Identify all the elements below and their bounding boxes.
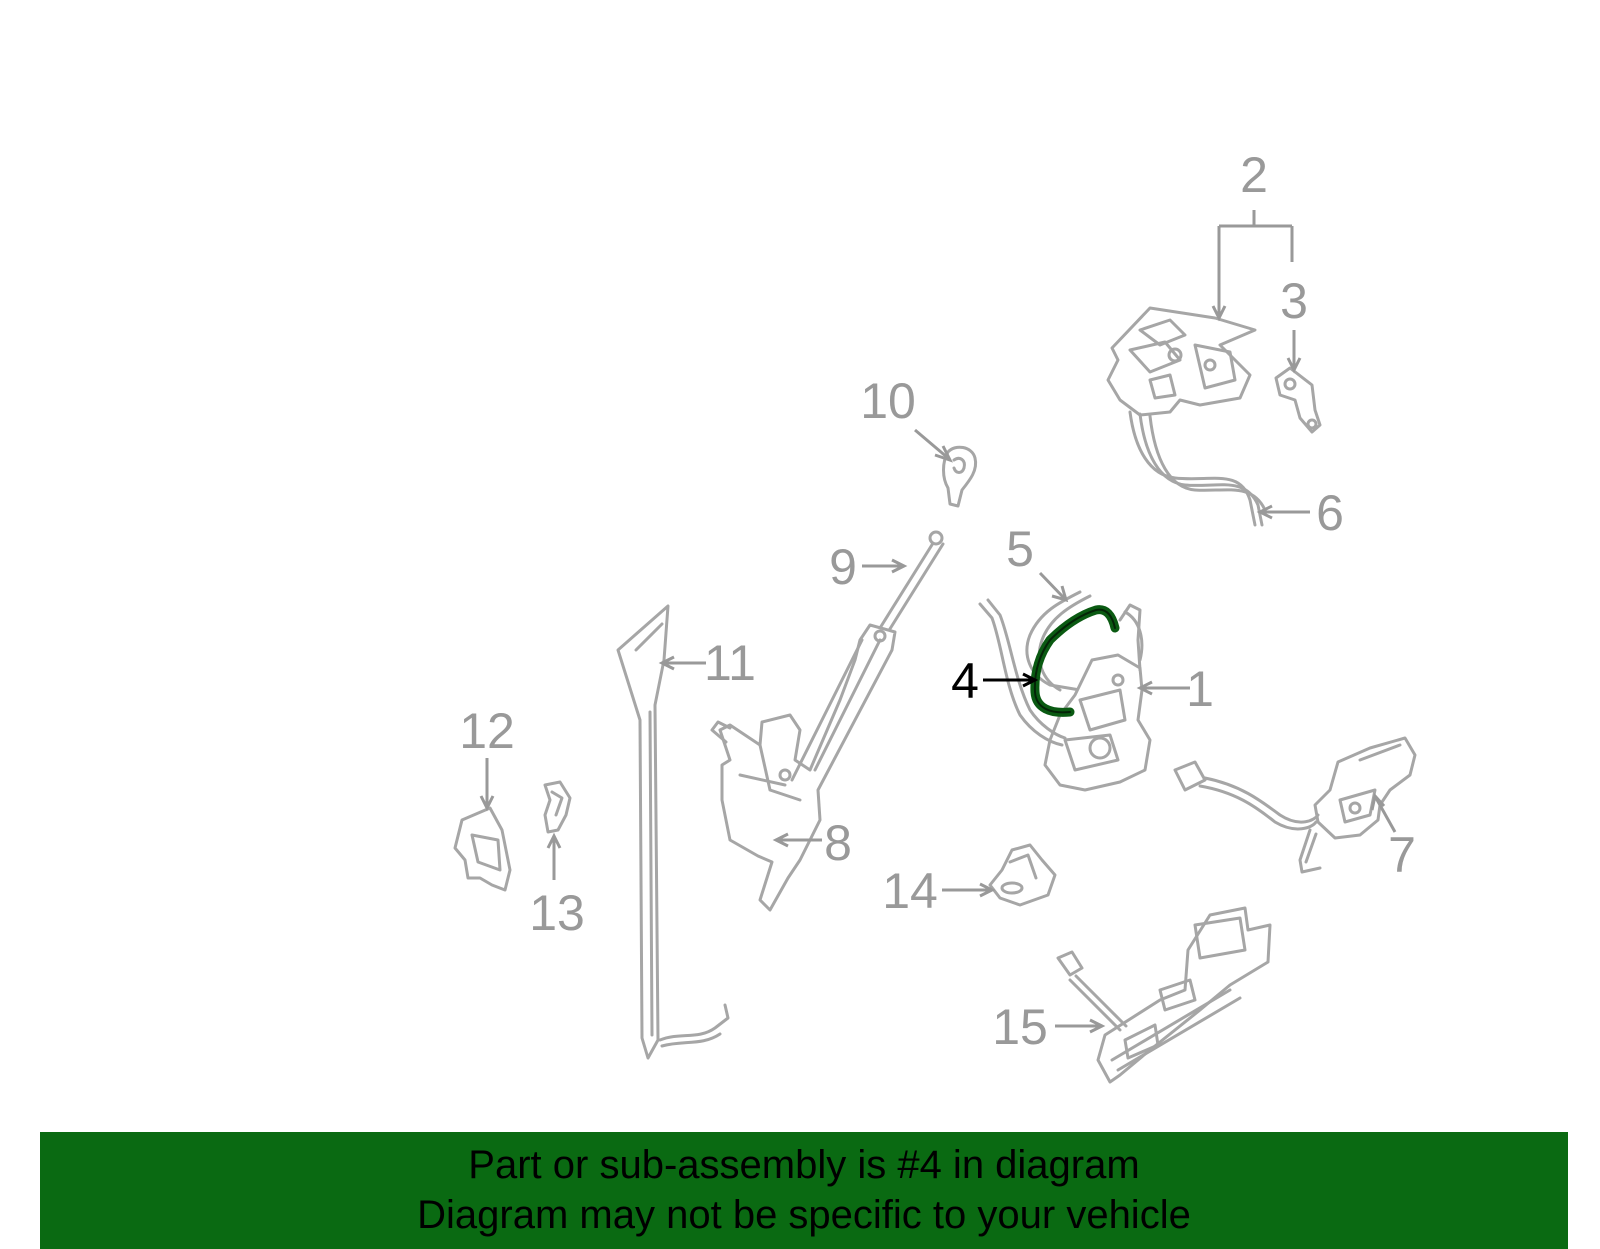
callout-7[interactable]: 7 xyxy=(1388,827,1416,883)
part-3-bracket[interactable] xyxy=(1274,366,1322,434)
part-8-window-regulator[interactable] xyxy=(710,623,897,912)
part-14-bracket[interactable] xyxy=(988,843,1057,907)
banner-disclaimer: Diagram may not be specific to your vehi… xyxy=(417,1193,1191,1237)
callout-9[interactable]: 9 xyxy=(829,539,857,595)
callout-13[interactable]: 13 xyxy=(529,885,585,941)
part-4-inside-handle-rod[interactable] xyxy=(1030,605,1120,717)
part-11-run-channel[interactable] xyxy=(616,604,730,1060)
callout-10[interactable]: 10 xyxy=(860,373,916,429)
callout-14[interactable]: 14 xyxy=(882,863,938,919)
callout-5[interactable]: 5 xyxy=(1006,521,1034,577)
part-9-regulator-rod[interactable] xyxy=(878,530,945,634)
leader-lines xyxy=(479,210,1397,1034)
banner-part-note: Part or sub-assembly is #4 in diagram xyxy=(468,1143,1140,1187)
part-1-door-latch[interactable] xyxy=(978,598,1152,792)
callout-2[interactable]: 2 xyxy=(1240,147,1268,203)
part-7-handle-actuator[interactable] xyxy=(1173,736,1417,874)
callout-labels: 2 3 6 10 9 5 4 1 11 12 13 8 7 14 15 xyxy=(459,147,1416,1055)
callout-1[interactable]: 1 xyxy=(1186,661,1214,717)
info-banner: Part or sub-assembly is #4 in diagram Di… xyxy=(40,1132,1568,1249)
part-13-clip[interactable] xyxy=(543,780,572,834)
callout-15[interactable]: 15 xyxy=(992,999,1048,1055)
callout-4[interactable]: 4 xyxy=(951,653,979,709)
callout-6[interactable]: 6 xyxy=(1316,485,1344,541)
part-12-bracket[interactable] xyxy=(453,806,512,892)
callout-3[interactable]: 3 xyxy=(1280,273,1308,329)
part-15-outside-handle[interactable] xyxy=(1056,906,1272,1084)
callout-11[interactable]: 11 xyxy=(704,635,756,691)
callout-12[interactable]: 12 xyxy=(459,703,515,759)
callout-8[interactable]: 8 xyxy=(824,815,852,871)
part-2-door-lock-actuator[interactable] xyxy=(1106,306,1267,527)
